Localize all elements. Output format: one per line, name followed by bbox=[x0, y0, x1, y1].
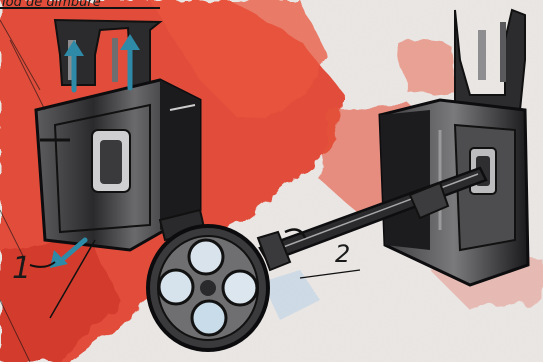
caption-text: lod de dimbure bbox=[2, 0, 101, 10]
label-1: 1 bbox=[12, 251, 31, 286]
label-2: 2 bbox=[335, 240, 350, 268]
